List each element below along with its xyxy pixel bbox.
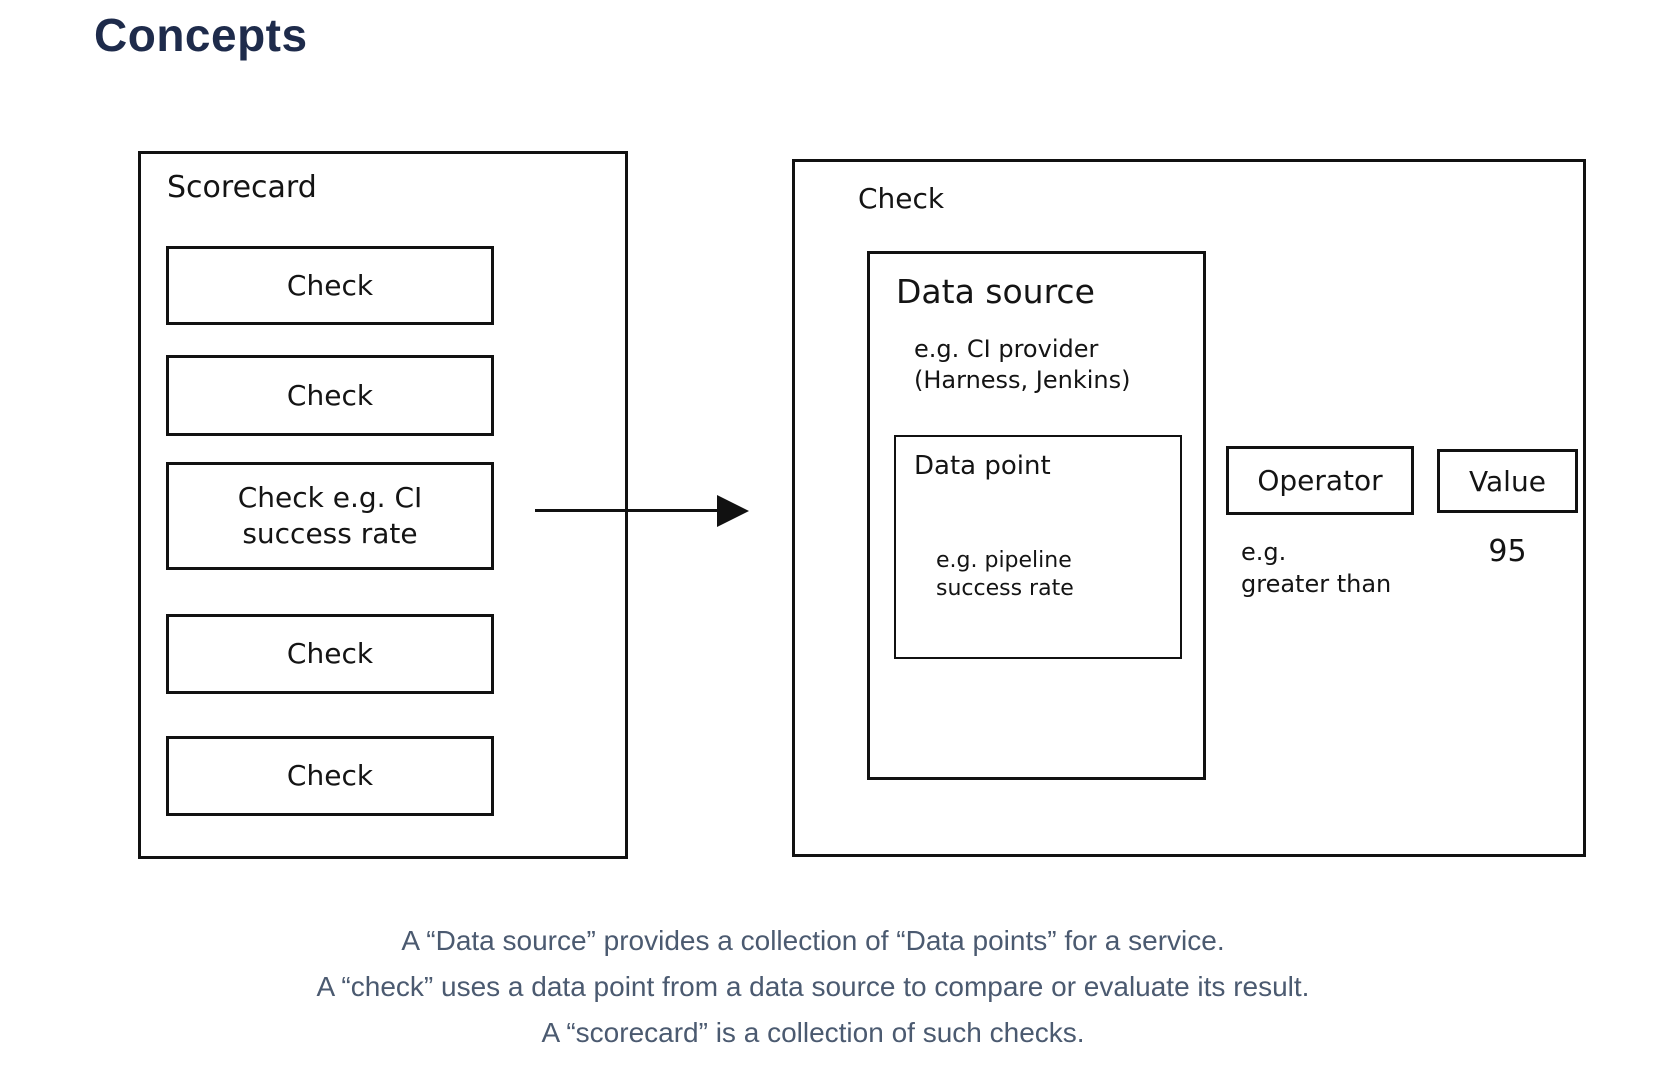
scorecard-label: Scorecard bbox=[167, 170, 317, 205]
data-source-label: Data source bbox=[896, 272, 1095, 311]
value-box: Value bbox=[1437, 449, 1578, 513]
data-source-note: e.g. CI provider (Harness, Jenkins) bbox=[914, 335, 1131, 394]
caption-line-1: A “Data source” provides a collection of… bbox=[401, 925, 1225, 956]
data-source-box: Data source e.g. CI provider (Harness, J… bbox=[867, 251, 1206, 780]
scorecard-check-ci-success-rate: Check e.g. CI success rate bbox=[166, 462, 494, 570]
operator-box: Operator bbox=[1226, 446, 1414, 515]
arrow-head-icon bbox=[717, 495, 749, 527]
data-point-label: Data point bbox=[914, 451, 1051, 481]
operator-note: e.g. greater than bbox=[1241, 538, 1392, 598]
data-point-note: e.g. pipeline success rate bbox=[936, 548, 1074, 601]
page-title: Concepts bbox=[94, 9, 308, 61]
scorecard-check-2: Check bbox=[166, 355, 494, 436]
value-example: 95 bbox=[1488, 534, 1527, 569]
scorecard-check-1: Check bbox=[166, 246, 494, 325]
caption-line-3: A “scorecard” is a collection of such ch… bbox=[541, 1017, 1085, 1048]
caption-line-2: A “check” uses a data point from a data … bbox=[316, 971, 1310, 1002]
scorecard-box: Scorecard Check Check Check e.g. CI succ… bbox=[138, 151, 628, 859]
scorecard-check-5: Check bbox=[166, 736, 494, 816]
data-point-box: Data point e.g. pipeline success rate bbox=[894, 435, 1182, 659]
arrow-shaft bbox=[535, 509, 719, 512]
check-detail-label: Check bbox=[858, 182, 945, 215]
caption: A “Data source” provides a collection of… bbox=[0, 918, 1626, 1056]
check-detail-box: Check Data source e.g. CI provider (Harn… bbox=[792, 159, 1586, 857]
scorecard-check-4: Check bbox=[166, 614, 494, 694]
